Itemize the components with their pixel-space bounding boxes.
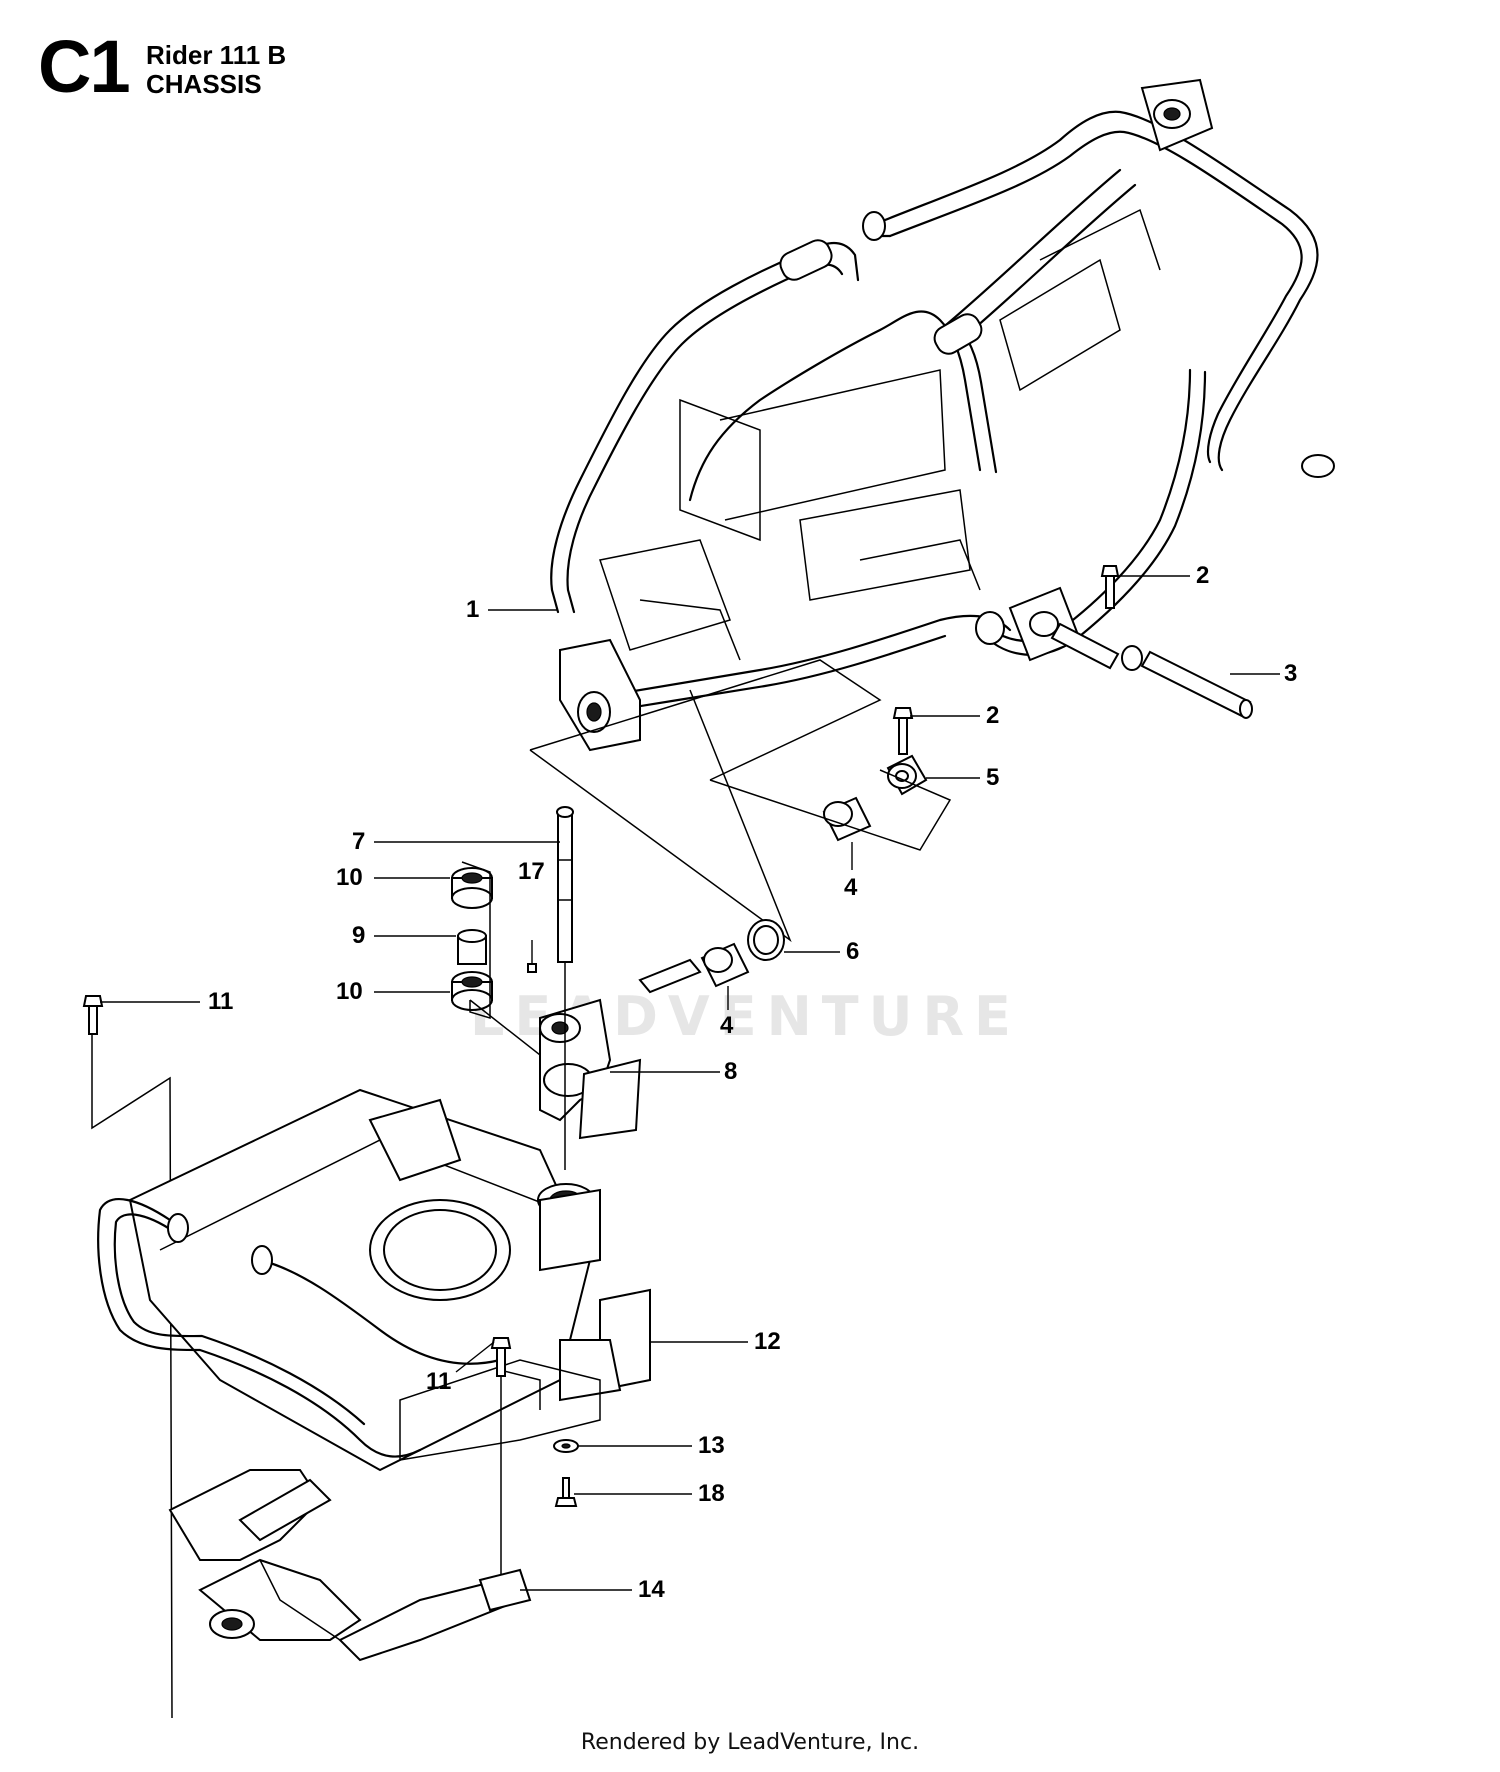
callout-10-upper: 10: [336, 864, 363, 891]
washer-13: [553, 1439, 579, 1453]
callout-18: 18: [698, 1480, 725, 1507]
bolt-11-left-guide: [91, 1034, 173, 1719]
pin-3: [1050, 622, 1253, 719]
collar-5: [886, 754, 928, 796]
callout-1: 1: [466, 596, 480, 623]
bolt-2-upper: [1100, 565, 1120, 609]
callout-11-left: 11: [208, 988, 234, 1015]
callout-2-lower: 2: [986, 702, 1000, 729]
callout-4-lower: 4: [720, 1012, 734, 1039]
bolt-2-lower: [892, 707, 914, 755]
callout-17: 17: [518, 858, 545, 885]
ref-box-upper: [529, 659, 882, 781]
grease-nipple-17: [527, 940, 537, 973]
callout-4-upper: 4: [844, 874, 858, 901]
steering-bracket-8: [539, 958, 702, 1140]
bolt-11-left: [82, 995, 104, 1035]
callout-12: 12: [754, 1328, 781, 1355]
leader-lines: [100, 575, 1280, 1591]
ref-box-lower: [529, 689, 792, 943]
chassis-frame: [550, 78, 1335, 752]
callout-5: 5: [986, 764, 1000, 791]
callout-10-lower: 10: [336, 978, 363, 1005]
callout-3: 3: [1284, 660, 1298, 687]
section-code: C1: [38, 25, 131, 108]
bushing-4-lower: [700, 942, 750, 988]
callout-11-center: 11: [426, 1368, 452, 1395]
washer-6: [747, 919, 785, 961]
kingpin-7: [556, 806, 574, 963]
lower-mount-14: [168, 1469, 532, 1662]
front-plate-assembly: [97, 1088, 651, 1472]
bolt-11-center: [490, 1337, 512, 1377]
section-title: CHASSIS: [146, 69, 262, 99]
bearing-bracket-line: [461, 861, 491, 1020]
callout-9: 9: [352, 922, 366, 949]
callout-2-upper: 2: [1196, 562, 1210, 589]
ref-box-side: [709, 769, 952, 851]
bolt-18: [554, 1477, 578, 1507]
bushing-4-upper: [822, 796, 872, 842]
bearing-stack: [451, 867, 493, 1011]
callout-7: 7: [352, 828, 366, 855]
callout-6: 6: [846, 938, 860, 965]
callout-14: 14: [638, 1576, 665, 1603]
callout-8: 8: [724, 1058, 738, 1085]
callout-13: 13: [698, 1432, 725, 1459]
footer-credit: Rendered by LeadVenture, Inc.: [580, 1730, 920, 1755]
model-title: Rider 111 B: [146, 40, 287, 70]
